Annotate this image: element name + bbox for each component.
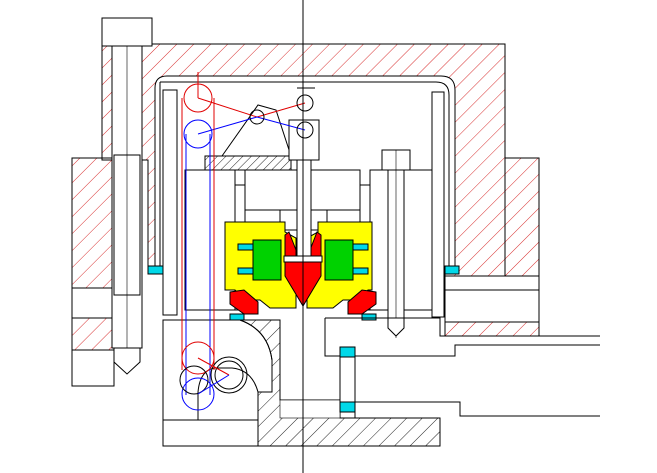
lower-slide-channel [324, 317, 600, 418]
left-bolt [101, 17, 153, 375]
red-jaw-left [229, 289, 259, 321]
green-insert-right [324, 239, 369, 281]
green-insert-left [237, 239, 282, 281]
upper-clamp-plate [204, 104, 292, 171]
toggle-linkage [179, 72, 315, 411]
left-flange [71, 157, 115, 387]
red-jaw-right [347, 289, 377, 321]
lower-base [162, 319, 441, 447]
right-guide-column [359, 91, 460, 338]
central-ram [288, 119, 320, 257]
right-flange [444, 157, 540, 337]
